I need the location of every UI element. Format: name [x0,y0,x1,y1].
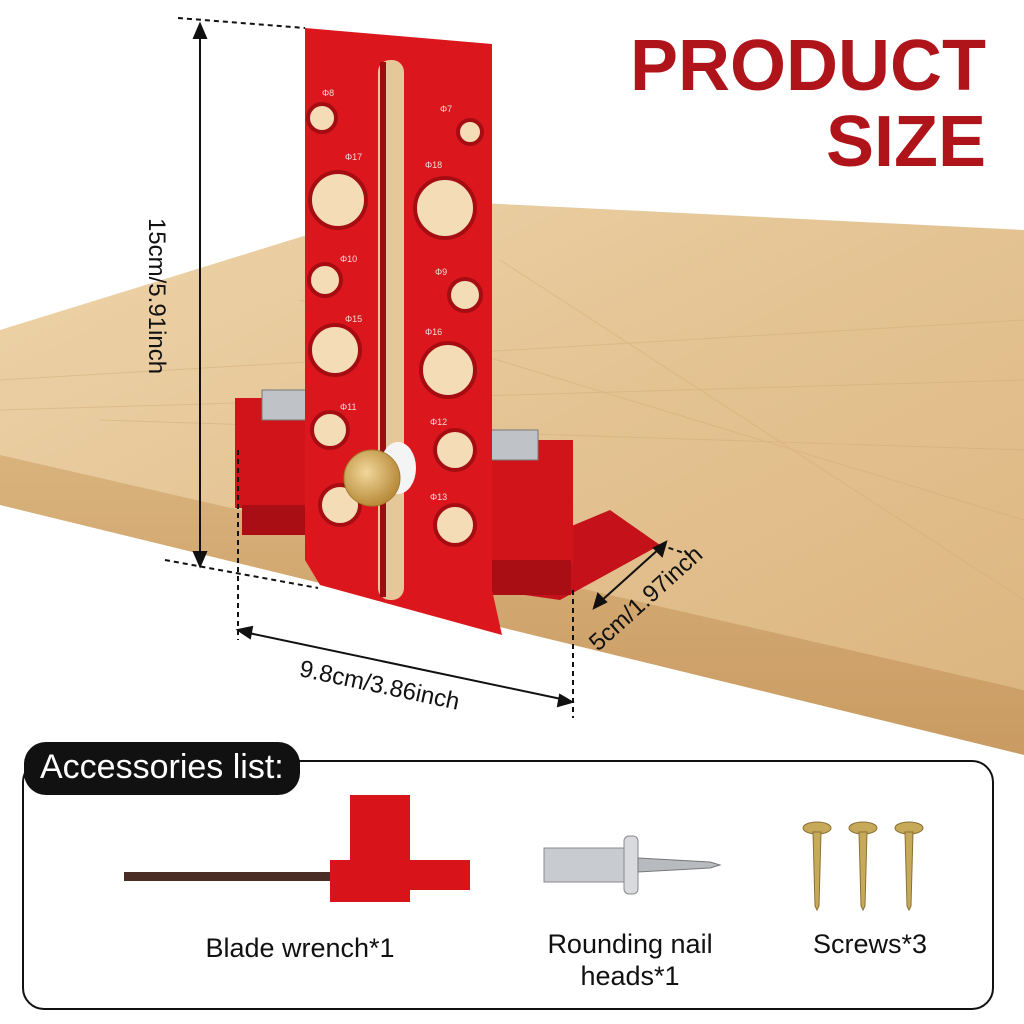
title-line-1: PRODUCT [630,26,986,106]
blade-wrench-image [124,795,470,902]
accessories-heading: Accessories list: [24,742,300,795]
accessory-label-screws: Screws*3 [812,929,928,959]
page-title: PRODUCT SIZE [630,28,986,180]
screws-image [802,821,924,912]
svg-text:Φ15: Φ15 [345,314,362,324]
svg-text:Φ12: Φ12 [430,417,447,427]
svg-text:Φ13: Φ13 [430,492,447,502]
svg-text:Φ16: Φ16 [425,327,442,337]
svg-text:Φ8: Φ8 [322,88,334,98]
rounding-nail-head-image [543,835,722,895]
accessory-label-blade-wrench: Blade wrench*1 [205,933,395,963]
height-dimension-label: 15cm/5.91inch [143,217,171,375]
svg-text:Φ10: Φ10 [340,254,357,264]
svg-text:Φ7: Φ7 [440,104,452,114]
svg-text:Φ17: Φ17 [345,152,362,162]
accessories-panel [22,760,994,1010]
brass-knob [343,449,401,507]
svg-text:Φ9: Φ9 [435,267,447,277]
right-block [478,440,573,565]
title-line-2: SIZE [825,102,986,182]
svg-text:Φ11: Φ11 [340,402,357,412]
accessory-label-rounding-nail-heads: Rounding nail heads*1 [547,929,713,991]
svg-text:Φ18: Φ18 [425,160,442,170]
